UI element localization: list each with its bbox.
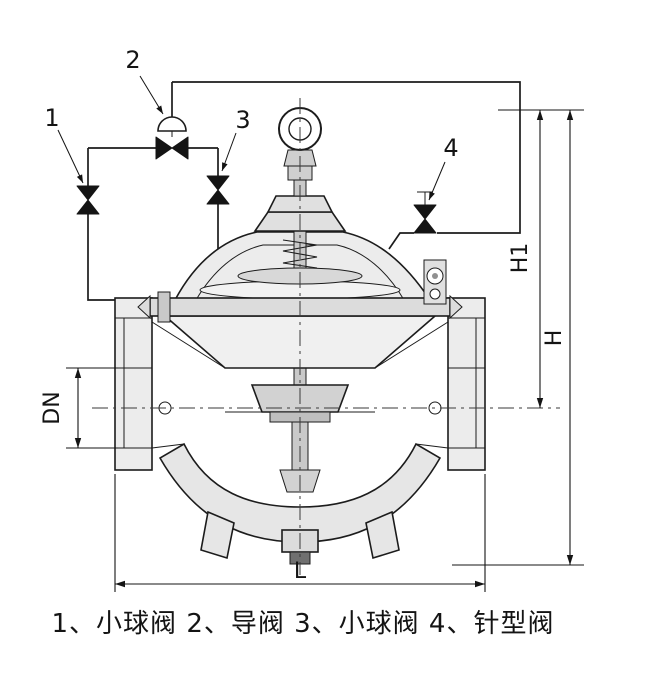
extension-lines-dn [66, 367, 118, 449]
text-labels: 1 2 3 4 H1 H DN L 1、小球阀 2、导阀 3、小球阀 4、针型阀 [40, 46, 567, 639]
dim-label-h: H [542, 330, 567, 347]
pilot-pipe-loop [172, 81, 521, 234]
body-web-lines [151, 321, 449, 369]
dim-label-l: L [294, 559, 307, 584]
bottom-rib-right [365, 510, 400, 560]
part-label-3: 3 [235, 106, 250, 134]
body-bottom-shell [158, 442, 442, 543]
needle-valve-4-icon [413, 191, 437, 234]
dimensions [66, 109, 584, 592]
pipe-valve1-lower [87, 214, 116, 301]
pilot-valve-2-icon [155, 116, 189, 160]
bottom-rib-left [200, 510, 235, 560]
part-label-2: 2 [125, 46, 140, 74]
leader-part-2 [139, 75, 164, 115]
flange-bolt [157, 291, 171, 323]
inlet-flange [114, 297, 153, 471]
ball-valve-3-icon [206, 175, 230, 205]
part-label-1: 1 [44, 104, 59, 132]
body-lower-joins [151, 443, 449, 449]
dim-label-h1: H1 [508, 243, 533, 274]
bonnet-cap [266, 195, 334, 213]
dim-label-dn: DN [40, 391, 65, 424]
extension-lines-l [114, 474, 486, 592]
leader-part-1 [57, 129, 84, 184]
outlet-flange [447, 297, 486, 471]
ball-valve-1-icon [76, 185, 100, 215]
legend-caption: 1、小球阀 2、导阀 3、小球阀 4、针型阀 [52, 609, 555, 639]
pilot-piping [76, 81, 521, 301]
leader-part-3 [221, 132, 237, 172]
leader-part-4 [428, 161, 446, 201]
part-label-4: 4 [443, 134, 458, 162]
leader-lines [57, 75, 446, 201]
position-indicator [423, 259, 447, 305]
pipe-to-bonnet [388, 232, 414, 250]
